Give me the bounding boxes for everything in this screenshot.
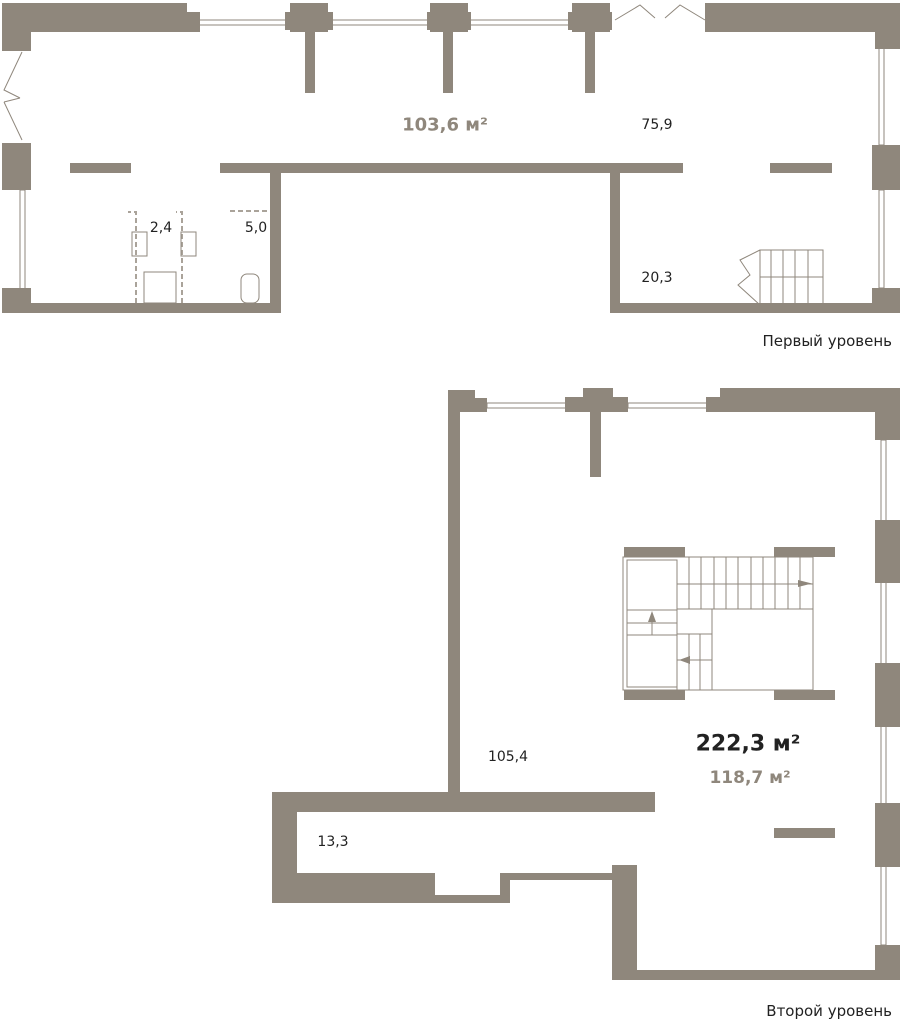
level1-walls	[2, 3, 900, 313]
level2-area: 118,7 м²	[709, 768, 791, 788]
room-area-label: 5,0	[244, 220, 268, 236]
level1-area: 103,6 м²	[402, 114, 488, 136]
room-area-label: 75,9	[641, 117, 673, 133]
room-area-label: 2,4	[149, 220, 173, 236]
level2-title: Второй уровень	[766, 1002, 892, 1020]
room-area-label: 105,4	[487, 749, 529, 765]
room-area-label: 13,3	[317, 834, 349, 850]
level1-title: Первый уровень	[762, 332, 892, 350]
total-area: 222,3 м²	[695, 731, 801, 757]
level2-walls	[272, 388, 900, 980]
room-area-label: 20,3	[641, 270, 673, 286]
